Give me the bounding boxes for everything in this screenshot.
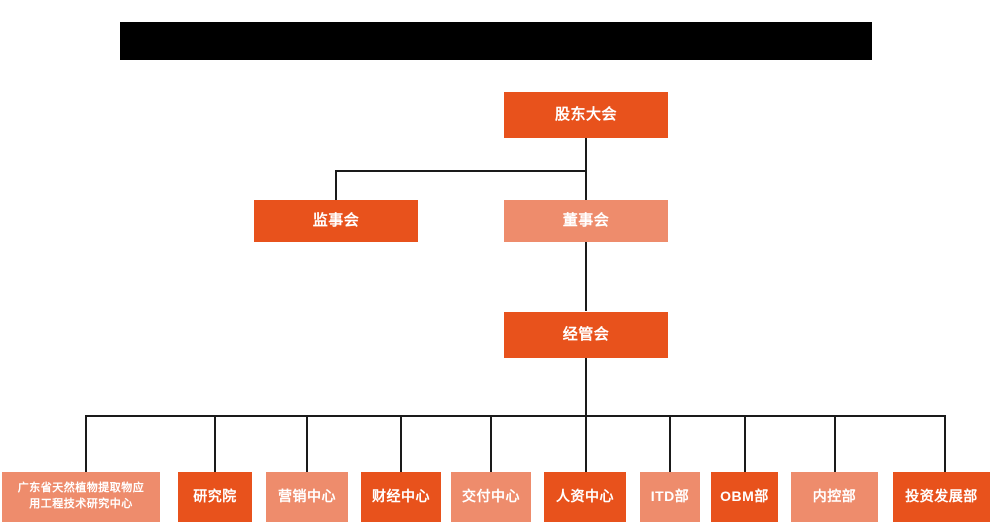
connector-to-hr-center <box>585 415 587 472</box>
connector-to-itd-department <box>669 415 671 472</box>
connector-to-internal-control-department <box>834 415 836 472</box>
node-research-institute[interactable]: 研究院 <box>178 472 252 522</box>
node-guangdong-research-center[interactable]: 广东省天然植物提取物应 用工程技术研究中心 <box>2 472 160 522</box>
connector-to-board-of-directors <box>585 170 587 201</box>
connector-l4-bus <box>85 415 946 417</box>
node-hr-center[interactable]: 人资中心 <box>544 472 626 522</box>
connector-management-stem <box>585 358 587 416</box>
connector-to-finance-center <box>400 415 402 472</box>
node-finance-center[interactable]: 财经中心 <box>361 472 441 522</box>
connector-to-investment-development-department <box>944 415 946 472</box>
connector-to-obm-department <box>744 415 746 472</box>
connector-to-board-of-supervisors <box>335 170 337 201</box>
node-itd-department[interactable]: ITD部 <box>640 472 700 522</box>
connector-to-marketing-center <box>306 415 308 472</box>
connector-to-guangdong-research-center <box>85 415 87 472</box>
connector-to-research-institute <box>214 415 216 472</box>
node-investment-development-department[interactable]: 投资发展部 <box>893 472 990 522</box>
node-board-of-directors[interactable]: 董事会 <box>504 200 668 242</box>
node-shareholders-meeting[interactable]: 股东大会 <box>504 92 668 138</box>
node-management-committee[interactable]: 经管会 <box>504 312 668 358</box>
node-delivery-center[interactable]: 交付中心 <box>451 472 531 522</box>
connector-l1-stem <box>585 138 587 172</box>
redacted-title-bar <box>120 22 872 60</box>
connector-l2-bus <box>335 170 587 172</box>
node-marketing-center[interactable]: 营销中心 <box>266 472 348 522</box>
connector-to-delivery-center <box>490 415 492 472</box>
node-label-line2: 用工程技术研究中心 <box>29 498 133 510</box>
connector-directors-to-management <box>585 240 587 311</box>
node-obm-department[interactable]: OBM部 <box>711 472 778 522</box>
node-board-of-supervisors[interactable]: 监事会 <box>254 200 418 242</box>
node-internal-control-department[interactable]: 内控部 <box>791 472 878 522</box>
node-label-line1: 广东省天然植物提取物应 <box>17 482 145 495</box>
